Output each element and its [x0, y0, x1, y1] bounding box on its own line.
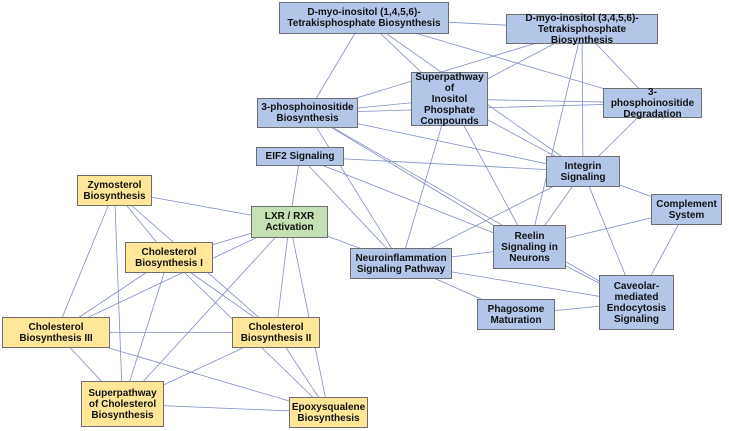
- edge-lxr-chol2: [275, 221, 290, 333]
- node-phagosome: Phagosome Maturation: [477, 299, 555, 330]
- node-pi3bio: 3-phosphoinositide Biosynthesis: [257, 98, 358, 128]
- edge-eif2-reelin: [299, 156, 530, 248]
- edge-dmyo3456-reelin: [529, 28, 583, 248]
- node-superchol: Superpathway of Cholesterol Biosynthesis: [81, 381, 164, 427]
- node-neuro: Neuroinflammation Signaling Pathway: [350, 248, 452, 279]
- node-reelin: Reelin Signaling in Neurons: [493, 225, 566, 269]
- node-chol3: Cholesterol Biosynthesis III: [2, 317, 110, 348]
- edge-chol1-superchol: [122, 257, 170, 405]
- node-caveolar: Caveolar- mediated Endocytosis Signaling: [599, 275, 674, 330]
- edge-pi3bio-reelin: [307, 112, 530, 248]
- edge-lxr-superchol: [122, 221, 290, 405]
- node-superinositol: Superpathway of Inositol Phosphate Compo…: [411, 72, 488, 127]
- edge-pi3bio-caveolar: [307, 112, 637, 303]
- node-pi3deg: 3-phosphoinositide Degradation: [603, 87, 702, 120]
- node-dmyo3456: D-myo-inositol (3,4,5,6)- Tetrakisphosph…: [506, 13, 658, 46]
- edge-zymo-chol3: [55, 190, 115, 333]
- node-complement: Complement System: [651, 194, 722, 225]
- edge-lxr-chol3: [55, 221, 290, 333]
- edge-zymo-superchol: [114, 190, 123, 405]
- node-chol1: Cholesterol Biosynthesis I: [125, 242, 213, 273]
- node-lxr: LXR / RXR Activation: [251, 206, 328, 238]
- edge-eif2-integrin: [299, 156, 584, 172]
- node-chol2: Cholesterol Biosynthesis II: [232, 317, 320, 348]
- node-integrin: Integrin Signaling: [546, 156, 620, 187]
- node-dmyo1456: D-myo-inositol (1,4,5,6)- Tetrakisphosph…: [279, 2, 449, 34]
- edge-eif2-neuro: [299, 156, 402, 264]
- edge-pi3bio-neuro: [307, 112, 402, 264]
- edge-dmyo3456-integrin: [581, 28, 584, 172]
- node-eif2: EIF2 Signaling: [256, 147, 344, 166]
- node-zymo: Zymosterol Biosynthesis: [77, 175, 152, 206]
- node-epoxy: Epoxysqualene Biosynthesis: [289, 397, 368, 428]
